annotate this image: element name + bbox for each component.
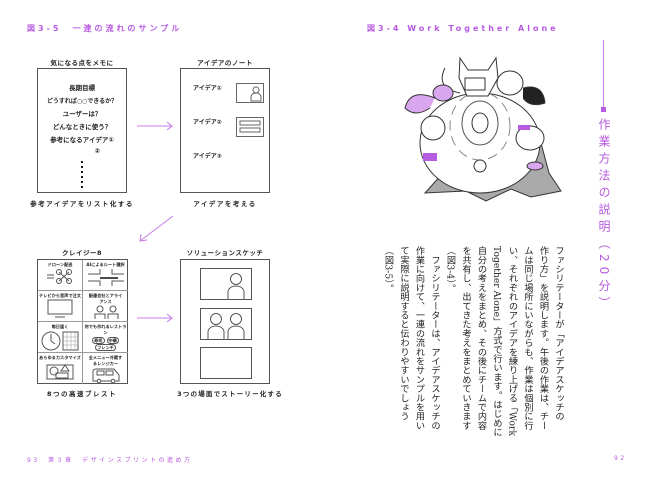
step3-caption: 8つの高速ブレスト bbox=[46, 390, 118, 398]
section-heading: 作業方法の説明（20分） bbox=[597, 118, 611, 314]
text-line: い、それぞれのアイデアを練り上げる「Work bbox=[506, 246, 518, 436]
arrow-diagonal-icon bbox=[139, 215, 174, 242]
idea-item: アイデア② bbox=[193, 119, 222, 126]
bubble: フレンチ bbox=[95, 344, 116, 351]
bubble: 寿司 bbox=[92, 337, 105, 344]
solution-sketch-box bbox=[180, 259, 270, 384]
figure-title: 図3-5 一連の流れのサンプル bbox=[27, 24, 183, 33]
heading-marker bbox=[601, 107, 606, 112]
memo-box: 長期目標 どうすれば○○できるか？ ユーザーは？ どんなときに使う？ 参考になる… bbox=[37, 68, 127, 193]
scene-1-icon bbox=[200, 268, 252, 300]
crazy8-grid: ドローン配送 AIによるルート選択 テレビから音声で注文 配達会社とアライアンス… bbox=[37, 259, 128, 384]
text-line: 自分の考えをまとめ、その後にチームで内容 bbox=[475, 246, 487, 430]
memo-line: ユーザーは？ bbox=[62, 110, 102, 118]
bubble: 中華 bbox=[106, 337, 119, 344]
step2-caption: アイデアを考える bbox=[193, 200, 257, 208]
arrow-right-icon bbox=[137, 121, 173, 131]
step1-label: 気になる点をメモに bbox=[50, 59, 114, 67]
memo-line: ② bbox=[94, 147, 100, 155]
memo-line: どうすれば○○できるか？ bbox=[46, 98, 118, 105]
crazy8-cell: 全メニュー冷蔵するレンジカー bbox=[83, 353, 128, 384]
step1-caption: 参考アイデアをリスト化する bbox=[30, 200, 134, 208]
heading-rule bbox=[603, 40, 604, 107]
crazy8-cell: AIによるルート選択 bbox=[83, 260, 128, 291]
memo-line: 長期目標 bbox=[69, 84, 95, 92]
crazy8-cell: あらゆるカスタマイズ bbox=[38, 353, 83, 384]
crazy8-cell: 何でも作れるレストラン 寿司中華 フレンチ bbox=[83, 322, 128, 353]
text-line: て実際に説明すると伝わりやすいでしょう bbox=[398, 246, 409, 421]
ellipsis-dots bbox=[81, 161, 83, 191]
text-line: （図3-5）。 bbox=[382, 246, 394, 293]
text-line: ファシリテーターは、アイデアスケッチの bbox=[429, 246, 440, 430]
footer-chapter: 93 第３章 デザインスプリントの進め方 bbox=[27, 457, 193, 464]
memo-line: 参考になるアイデア① bbox=[50, 136, 114, 144]
step3-label: クレイジー8 bbox=[61, 249, 103, 257]
text-line: （図3-4）。 bbox=[444, 246, 456, 293]
person-sketch-icon bbox=[236, 83, 264, 103]
arrow-right-icon bbox=[137, 313, 173, 323]
crazy8-cell: 配達会社とアライアンス bbox=[83, 291, 128, 322]
text-line: ムは同じ場所にいながらも、作業は個別に行 bbox=[522, 246, 533, 430]
step2-label: アイデアのノート bbox=[197, 59, 253, 67]
body-text: ファシリテーターが「アイデアスケッチの作り方」を説明します。午後の作業は、チーム… bbox=[380, 246, 566, 437]
text-line: ファシリテーターが「アイデアスケッチの bbox=[553, 246, 564, 421]
step4-caption: 3つの場面でストーリー化する bbox=[177, 390, 283, 398]
idea-item: アイデア① bbox=[193, 85, 222, 92]
figure-title: 図3-4 Work Together Alone bbox=[367, 24, 559, 33]
text-line: 作り方」を説明します。午後の作業は、チー bbox=[537, 246, 549, 430]
crazy8-cell: ドローン配送 bbox=[38, 260, 83, 291]
step4-label: ソリューションスケッチ bbox=[186, 249, 264, 257]
work-together-alone-illustration bbox=[404, 56, 562, 202]
memo-line: どんなときに使う？ bbox=[52, 123, 112, 131]
crazy8-cell: 毎日届く bbox=[38, 322, 83, 353]
idea-note-box: アイデア① アイデア② アイデア③ bbox=[180, 68, 270, 193]
scene-2-icon bbox=[200, 308, 252, 340]
text-line: を共有し、出てきた考えをまとめていきます bbox=[460, 246, 471, 430]
crazy8-cell: テレビから音声で注文 bbox=[38, 291, 83, 322]
text-line: Together Alone」方式で行います。はじめに bbox=[491, 246, 502, 437]
text-line: 作業に向けて、一連の流れをサンプルを用い bbox=[413, 246, 425, 430]
page-number: 92 bbox=[614, 455, 627, 462]
scene-3-icon bbox=[200, 347, 252, 379]
idea-item: アイデア③ bbox=[193, 153, 222, 160]
form-sketch-icon bbox=[236, 117, 264, 137]
